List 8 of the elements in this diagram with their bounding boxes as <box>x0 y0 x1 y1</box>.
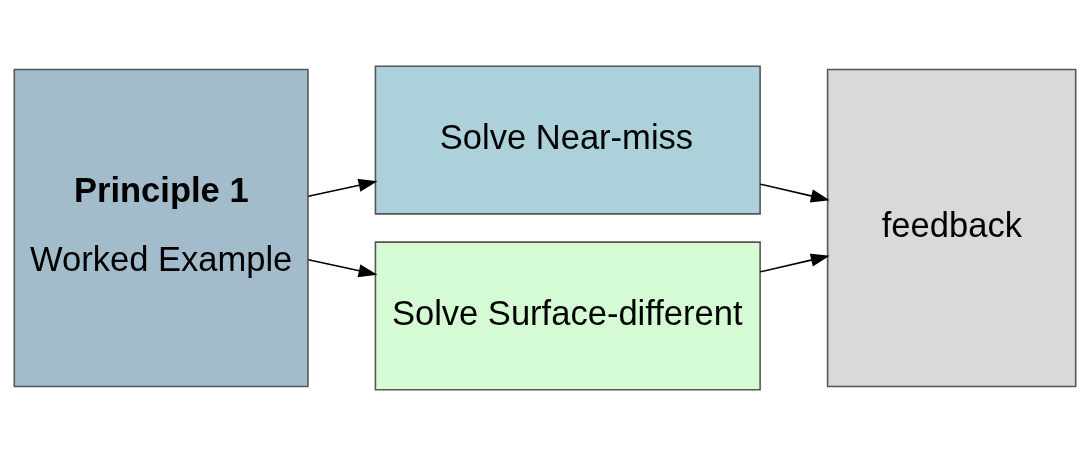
node-box: Solve Near-miss <box>374 65 761 215</box>
arrow <box>759 182 830 202</box>
arrow <box>307 178 378 197</box>
arrow <box>307 258 378 277</box>
node-box: Principle 1 Worked Example <box>13 68 309 387</box>
node-box: feedback <box>826 68 1077 387</box>
node-box: Solve Surface-different <box>374 240 761 390</box>
arrow <box>759 253 830 273</box>
